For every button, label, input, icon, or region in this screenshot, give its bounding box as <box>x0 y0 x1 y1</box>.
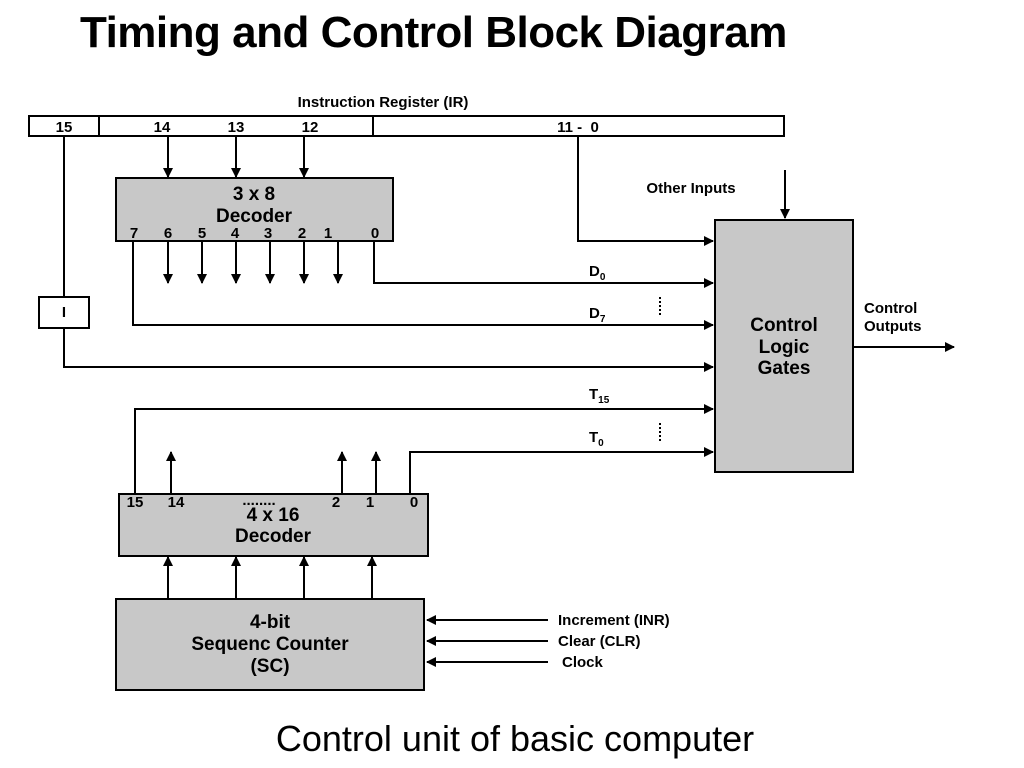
decoder-416-pin: 15 <box>127 494 144 511</box>
control-outputs-label: Control <box>864 300 917 317</box>
decoder-4x16: 15 14 ........ 2 1 0 4 x 16 Decoder <box>118 492 429 557</box>
t15-wire <box>134 404 714 495</box>
control-logic-line: Logic <box>759 337 810 358</box>
decoder-3x8-pin: 7 <box>130 225 138 242</box>
sequence-counter-box <box>115 598 425 691</box>
d0-wire <box>373 241 714 288</box>
other-inputs-label: Other Inputs <box>646 180 735 197</box>
decoder-3x8: 3 x 8 Decoder 7 6 5 4 3 2 1 0 <box>115 177 394 242</box>
t15-label: T15 <box>589 386 610 406</box>
sequence-counter-line: Sequenc Counter <box>191 634 349 655</box>
sequence-counter-line: 4-bit <box>250 612 291 633</box>
decoder-416-pin: 2 <box>332 494 340 511</box>
decoder-3x8-pin: 0 <box>371 225 379 242</box>
control-outputs-label: Outputs <box>864 318 922 335</box>
decoder-3x8-size: 3 x 8 <box>233 184 275 205</box>
decoder-4x16-box <box>118 493 429 557</box>
d7-wire <box>132 241 714 330</box>
decoder-3x8-pin: 4 <box>231 225 240 242</box>
i-flipflop-box <box>38 296 90 329</box>
ir-bit12-label: 12 <box>302 119 319 136</box>
i-flipflop-label: I <box>62 304 66 321</box>
decoder-416-pin: 1 <box>366 494 374 511</box>
ir-bits-low-label: 11 - 0 <box>557 119 599 136</box>
instruction-register: 15 14 13 12 11 - 0 <box>28 115 785 137</box>
d0-label: D0 <box>589 263 606 283</box>
decoder-3x8-pin: 1 <box>324 225 332 242</box>
ir-low-bits-wire <box>577 136 714 246</box>
decoder-3x8-pin: 5 <box>198 225 206 242</box>
control-logic-line: Control <box>750 315 818 336</box>
decoder-4x16-title: Decoder <box>235 526 312 547</box>
decoder-416-pin: 14 <box>168 494 185 511</box>
ir-bit15-label: 15 <box>56 119 73 136</box>
i-to-control-wire <box>63 328 714 372</box>
control-logic-gates: Control Logic Gates <box>714 219 854 473</box>
decoder-3x8-box <box>115 177 394 242</box>
clock-label: Clock <box>562 654 604 671</box>
decoder-3x8-title: Decoder <box>216 206 293 227</box>
decoder-3x8-pin: 6 <box>164 225 172 242</box>
sequence-counter: 4-bit Sequenc Counter (SC) <box>115 598 425 691</box>
inr-label: Increment (INR) <box>558 612 670 629</box>
decoder-416-pin: 0 <box>410 494 418 511</box>
ir-bit14-label: 14 <box>154 119 171 136</box>
ir-label: Instruction Register (IR) <box>298 94 469 111</box>
control-logic-box <box>714 219 854 473</box>
decoder-416-dots: ........ <box>242 492 275 509</box>
caption: Control unit of basic computer <box>275 718 755 759</box>
sequence-counter-line: (SC) <box>250 656 289 677</box>
t0-wire <box>409 447 714 495</box>
decoder-3x8-pin: 2 <box>298 225 306 242</box>
page-title: Timing and Control Block Diagram <box>80 8 787 57</box>
decoder-4x16-size: 4 x 16 <box>247 505 300 526</box>
control-logic-line: Gates <box>758 358 811 379</box>
d7-label: D7 <box>589 305 606 325</box>
ir-bit13-label: 13 <box>228 119 245 136</box>
decoder-3x8-pin: 3 <box>264 225 272 242</box>
t0-label: T0 <box>589 429 604 449</box>
clr-label: Clear (CLR) <box>558 633 641 650</box>
